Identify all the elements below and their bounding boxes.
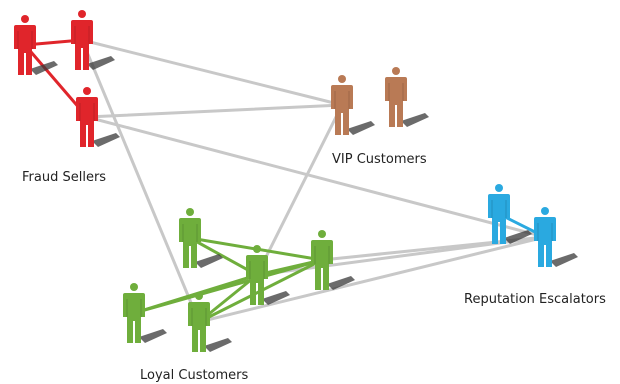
- link-line: [80, 38, 344, 107]
- link-line: [255, 103, 344, 277]
- person-icon: [123, 283, 167, 343]
- person-icon: [331, 75, 375, 135]
- person-icon: [534, 207, 578, 267]
- loyal-link-line: [132, 258, 324, 315]
- group-label-reputation-escalators: Reputation Escalators: [464, 292, 606, 307]
- loyal-link-line: [188, 236, 259, 277]
- link-line: [197, 235, 547, 324]
- group-label-vip-customers: VIP Customers: [332, 152, 427, 167]
- person-icon: [311, 230, 355, 290]
- person-icon: [385, 67, 429, 127]
- person-icon: [71, 10, 115, 70]
- link-line: [85, 103, 344, 119]
- person-icon: [76, 87, 120, 147]
- group-label-loyal-customers: Loyal Customers: [140, 368, 249, 383]
- person-icon: [488, 184, 532, 244]
- link-line: [80, 38, 201, 324]
- person-icon: [188, 292, 232, 352]
- people-icons: [14, 10, 578, 352]
- person-icon: [246, 245, 290, 305]
- group-label-fraud-sellers: Fraud Sellers: [22, 170, 107, 185]
- link-line: [85, 115, 547, 239]
- person-icon: [14, 15, 58, 75]
- connection-links: [23, 38, 547, 324]
- person-icon: [179, 208, 223, 268]
